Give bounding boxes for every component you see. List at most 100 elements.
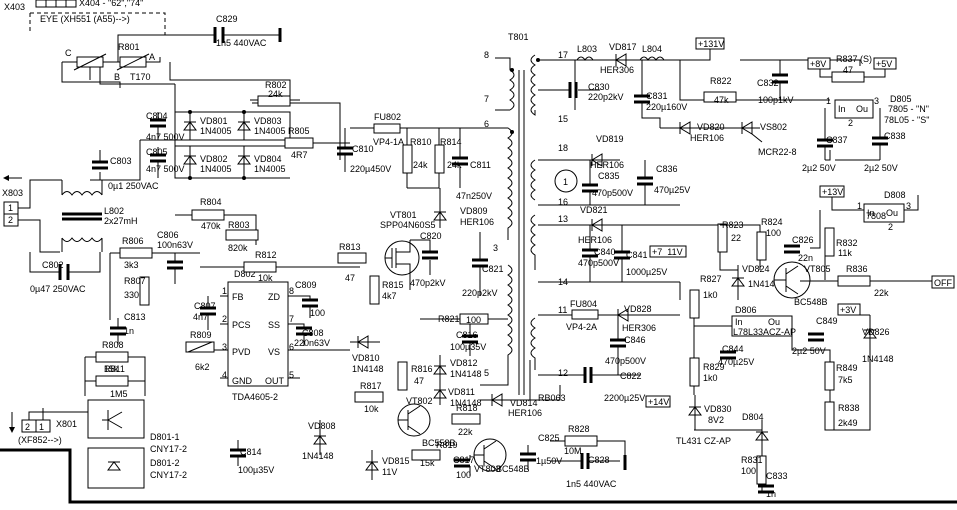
value-d801-1: CNY17-2 bbox=[150, 444, 187, 454]
value-c832: 100p1kV bbox=[758, 95, 794, 105]
label-c835: C835 bbox=[598, 171, 620, 181]
label-r812: R812 bbox=[255, 250, 277, 260]
label-r808: R808 bbox=[102, 340, 124, 350]
label-c836: C836 bbox=[656, 164, 678, 174]
label-rb063: RB063 bbox=[538, 393, 566, 403]
label-c844: C844 bbox=[722, 344, 744, 354]
value-c828: 1n5 440VAC bbox=[566, 479, 617, 489]
label-x801: X801 bbox=[56, 419, 77, 429]
label-vd808: VD808 bbox=[308, 421, 336, 431]
value-l802: 2x27mH bbox=[104, 216, 138, 226]
inductor-l804: L804 bbox=[639, 44, 665, 61]
resistor-r816: R816 47 bbox=[397, 361, 433, 391]
value-r818: 22k bbox=[458, 427, 473, 437]
optocoupler-d801-2: D801-2 CNY17-2 bbox=[87, 447, 187, 489]
t801-pin-8: 8 bbox=[484, 50, 489, 60]
capacitor-c840: C840 470p500V bbox=[578, 225, 619, 282]
d808-p3: 3 bbox=[906, 201, 911, 211]
bridge-rectifier: C804 4n7 500V VD801 1N4005 VD803 1N4005 … bbox=[90, 62, 341, 191]
label-c813: C813 bbox=[124, 312, 146, 322]
label-r814: R814 bbox=[440, 137, 462, 147]
capacitor-c808: C808 220n63V bbox=[294, 323, 330, 348]
value-c813: 1n bbox=[124, 326, 134, 336]
value-c841: 1000µ25V bbox=[626, 267, 667, 277]
t801-pin-11: 11 bbox=[558, 305, 567, 315]
value-c803: 0µ1 250VAC bbox=[108, 181, 159, 191]
label-c802: C802 bbox=[42, 260, 64, 270]
label-c805: C805 bbox=[146, 147, 168, 157]
value-vd810: 1N4148 bbox=[352, 364, 384, 374]
value-c837: 2µ2 50V bbox=[802, 163, 836, 173]
ic-d802: D802 FB ZD PCS SS PVD VS GND OUT 1 8 2 7… bbox=[210, 269, 350, 402]
capacitor-c809: C809 100 bbox=[295, 280, 325, 318]
value-r802: 24k bbox=[268, 89, 283, 99]
diode-vd820: VD820 HER106 bbox=[660, 121, 760, 143]
label-l802: L802 bbox=[104, 206, 124, 216]
t801-pin-6: 6 bbox=[484, 119, 489, 129]
capacitor-c820: C820 470p2kV bbox=[410, 231, 446, 288]
marker-circle-1-label: 1 bbox=[563, 177, 568, 187]
label-fu802: FU802 bbox=[374, 112, 401, 122]
diode-vd824: VD824 1N4148 bbox=[731, 264, 780, 300]
value-r817: 10k bbox=[364, 404, 379, 414]
label-c807: C807 bbox=[194, 301, 216, 311]
label-vd824: VD824 bbox=[742, 264, 770, 274]
label-r832: R832 bbox=[836, 238, 858, 248]
label-c817: C817 bbox=[453, 455, 475, 465]
t801-pin-3: 3 bbox=[493, 243, 498, 253]
label-vd801: VD801 bbox=[200, 116, 228, 126]
transistor-vt803: VT803 BC548B bbox=[473, 438, 530, 474]
resistor-r807: R807 330 bbox=[124, 276, 150, 306]
pin-num-4: 4 bbox=[222, 370, 227, 380]
label-vt801: VT801 bbox=[390, 210, 417, 220]
value-c849: 2µ2 50V bbox=[792, 346, 826, 356]
capacitor-c807: C807 4n7 bbox=[193, 296, 216, 330]
label-c830: C830 bbox=[588, 82, 610, 92]
regulator-d806: In Ou D806 L78L33ACZ-AP bbox=[731, 305, 796, 337]
connector-x403: X403 X404 - "62","74" EYE (XH551 (A55)--… bbox=[4, 0, 166, 35]
value-vt801: SPP04N60S5 bbox=[380, 220, 436, 230]
d808-p2: 2 bbox=[888, 222, 893, 232]
marker-circle-1: 1 bbox=[554, 169, 578, 193]
pin-x803-1: 1 bbox=[8, 203, 13, 213]
t801-pin-13: 13 bbox=[558, 214, 568, 224]
value-r849: 7k5 bbox=[838, 375, 853, 385]
pin-zd: ZD bbox=[268, 292, 280, 302]
resistor-r828: R828 10M bbox=[550, 424, 626, 456]
value-r821: 100 bbox=[466, 315, 481, 325]
label-c829: C829 bbox=[216, 14, 238, 24]
value-r812: 10k bbox=[258, 273, 273, 283]
label-vd814: VD814 bbox=[510, 398, 538, 408]
value-r804: 470k bbox=[201, 221, 221, 231]
fuse-fu802: FU802 VP4-1A bbox=[350, 112, 495, 147]
diode-vd814: VD814 HER106 bbox=[480, 393, 542, 418]
label-vd819: VD819 bbox=[596, 134, 624, 144]
resistor-r827: R827 1k0 bbox=[689, 274, 722, 319]
value-c808: 220n63V bbox=[294, 338, 330, 348]
label-vt803: VT803 bbox=[474, 464, 501, 474]
label-r817: R817 bbox=[360, 381, 382, 391]
label-vt805: VT805 bbox=[804, 264, 831, 274]
value-vd814: HER106 bbox=[508, 408, 542, 418]
label-vd804: VD804 bbox=[254, 154, 282, 164]
label-vd826: VD826 bbox=[862, 327, 890, 337]
t801-pin-18: 18 bbox=[558, 143, 568, 153]
d808-ou: Ou bbox=[886, 208, 898, 218]
value-c836: 470µ25V bbox=[654, 185, 690, 195]
optocoupler-d801-1: D801-1 CNY17-2 bbox=[87, 399, 187, 454]
label-d804: D804 bbox=[742, 412, 764, 422]
value-r829: 1k0 bbox=[703, 373, 718, 383]
label-c814: C814 bbox=[240, 447, 262, 457]
value-r803: 820k bbox=[228, 243, 248, 253]
label-r815: R815 bbox=[382, 280, 404, 290]
capacitor-c835: C835 470p500V bbox=[582, 160, 633, 205]
capacitor-c837: C837 2µ2 50V bbox=[802, 108, 848, 173]
diode-vd811: VD811 1N4148 bbox=[433, 380, 482, 408]
capacitor-c829: C829 1n5 440VAC bbox=[117, 14, 282, 62]
value-d805: 7805 - "N" bbox=[888, 104, 929, 114]
resistor-r813: R813 47 bbox=[337, 242, 367, 283]
pin-out: OUT bbox=[265, 376, 285, 386]
value-vt805: BC548B bbox=[794, 297, 828, 307]
label-vd815: VD815 bbox=[382, 456, 410, 466]
value-r801: T170 bbox=[130, 72, 151, 82]
